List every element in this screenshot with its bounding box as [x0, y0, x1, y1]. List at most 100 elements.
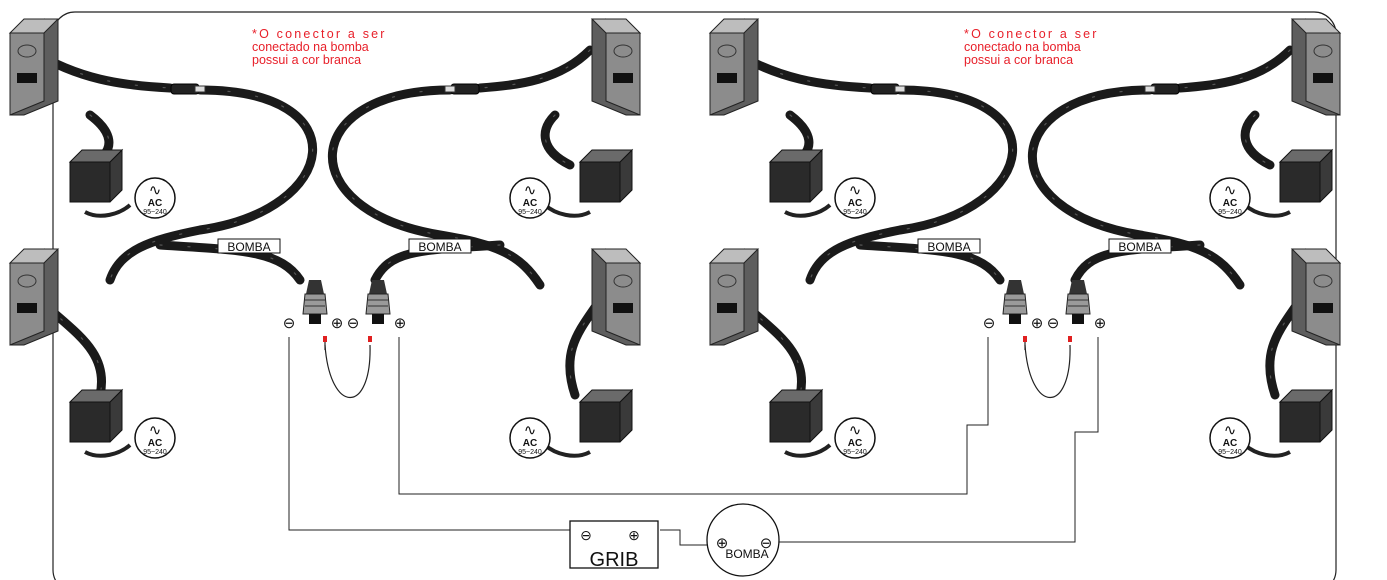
valve-top-right — [1290, 18, 1342, 116]
wire-left-plus-to-right-minus — [398, 337, 989, 495]
cord-ac-br — [543, 443, 591, 458]
ac-wave-icon: ∿ — [524, 422, 537, 439]
grib-label: GRIB — [590, 549, 639, 571]
valve-slot — [1313, 73, 1333, 83]
ac-range: 95~240 — [843, 449, 867, 456]
ac-circle — [1209, 177, 1251, 219]
adapter-front — [579, 161, 621, 203]
cord-ac-tr — [1243, 203, 1291, 218]
valve-logo — [1313, 274, 1333, 288]
valve-top-left — [8, 18, 60, 116]
adapter-bottom-left — [68, 388, 124, 443]
ac-wave-icon: ∿ — [1224, 182, 1237, 199]
ac-label: AC — [848, 198, 862, 209]
adapter-front — [769, 161, 811, 203]
note-line-1: *O conector a ser — [252, 27, 387, 41]
adapter-front — [1279, 161, 1321, 203]
plug-top-left — [170, 83, 206, 95]
terminal-neck — [1006, 280, 1024, 294]
adapter-top-left — [768, 148, 824, 203]
terminal-body — [1065, 293, 1091, 315]
ac-label: AC — [523, 198, 537, 209]
valve-slot — [717, 303, 737, 313]
ac-circle — [834, 417, 876, 459]
cord-ac-bl — [84, 443, 132, 458]
bomba-label-left: BOMBA — [917, 238, 981, 254]
plug-top-right — [444, 83, 480, 95]
ac-range: 95~240 — [843, 209, 867, 216]
plus-icon: ⊕ — [1094, 315, 1107, 332]
ac-circle — [509, 417, 551, 459]
bomba-label: BOMBA — [418, 240, 461, 254]
ac-label: AC — [148, 438, 162, 449]
terminal-ribs — [1068, 299, 1088, 307]
valve-body-top — [708, 18, 760, 34]
wire-left-minus — [288, 337, 570, 531]
bomba-label-right: BOMBA — [1108, 238, 1172, 254]
ac-range: 95~240 — [143, 449, 167, 456]
valve-slot — [1313, 303, 1333, 313]
plug-tip — [894, 85, 906, 93]
terminal-right — [1065, 280, 1091, 324]
pump-plus-icon: ⊕ — [716, 535, 729, 552]
plug-top-left — [870, 83, 906, 95]
valve-logo — [613, 274, 633, 288]
ac-wave-icon: ∿ — [849, 182, 862, 199]
cable-top-left-loop — [805, 85, 1018, 285]
bomba-label: BOMBA — [1118, 240, 1161, 254]
terminal-body — [1002, 293, 1028, 315]
cable-top-right-loop-texture — [1031, 89, 1241, 286]
valve-top-left — [708, 18, 760, 116]
wire-right-plus-to-pump — [775, 337, 1099, 543]
lead-right-red-tip — [1068, 336, 1072, 342]
grib-plus-icon: ⊕ — [628, 527, 640, 543]
ac-wave-icon: ∿ — [849, 422, 862, 439]
plus-icon: ⊕ — [331, 315, 344, 332]
valve-body-top — [590, 18, 642, 34]
terminal-base — [1009, 314, 1021, 324]
adapter-front — [579, 401, 621, 443]
lead-left-red-tip — [323, 336, 327, 342]
note-line-2: conectado na bomba — [964, 40, 1081, 54]
ac-label: AC — [1223, 198, 1237, 209]
adapter-top-left — [68, 148, 124, 203]
grib-minus-icon: ⊖ — [580, 527, 592, 543]
ac-range: 95~240 — [518, 449, 542, 456]
valve-body-top — [590, 248, 642, 264]
cord-ac-bl — [784, 443, 832, 458]
cord-ac-tl — [84, 203, 132, 218]
pump-circle — [706, 503, 780, 577]
cable-adapter-tr-texture — [544, 114, 571, 166]
minus-icon: ⊖ — [983, 315, 996, 332]
terminal-body — [302, 293, 328, 315]
valve-bottom-left — [8, 248, 60, 346]
valve-logo — [717, 44, 737, 58]
ac-circle — [1209, 417, 1251, 459]
ac-wave-icon: ∿ — [1224, 422, 1237, 439]
plug-tip — [1144, 85, 1156, 93]
adapter-front — [1279, 401, 1321, 443]
wire-grib-to-pump — [660, 529, 708, 546]
ac-wave-icon: ∿ — [524, 182, 537, 199]
note-left: *O conector a ser conectado na bomba pos… — [252, 28, 387, 67]
cable-adapter-tr — [540, 110, 575, 170]
valve-bottom-right — [590, 248, 642, 346]
terminal-neck — [1069, 280, 1087, 294]
terminal-base — [1072, 314, 1084, 324]
cable-adapter-tr-texture — [1244, 114, 1271, 166]
cable-top-right-loop — [1027, 85, 1245, 290]
valve-slot — [717, 73, 737, 83]
minus-icon: ⊖ — [1047, 315, 1060, 332]
terminal-neck — [369, 280, 387, 294]
adapter-front — [69, 161, 111, 203]
cable-adapter-tr — [1240, 110, 1275, 170]
ac-label: AC — [523, 438, 537, 449]
ac-circle — [834, 177, 876, 219]
terminal-neck — [306, 280, 324, 294]
adapter-top-right — [578, 148, 634, 203]
